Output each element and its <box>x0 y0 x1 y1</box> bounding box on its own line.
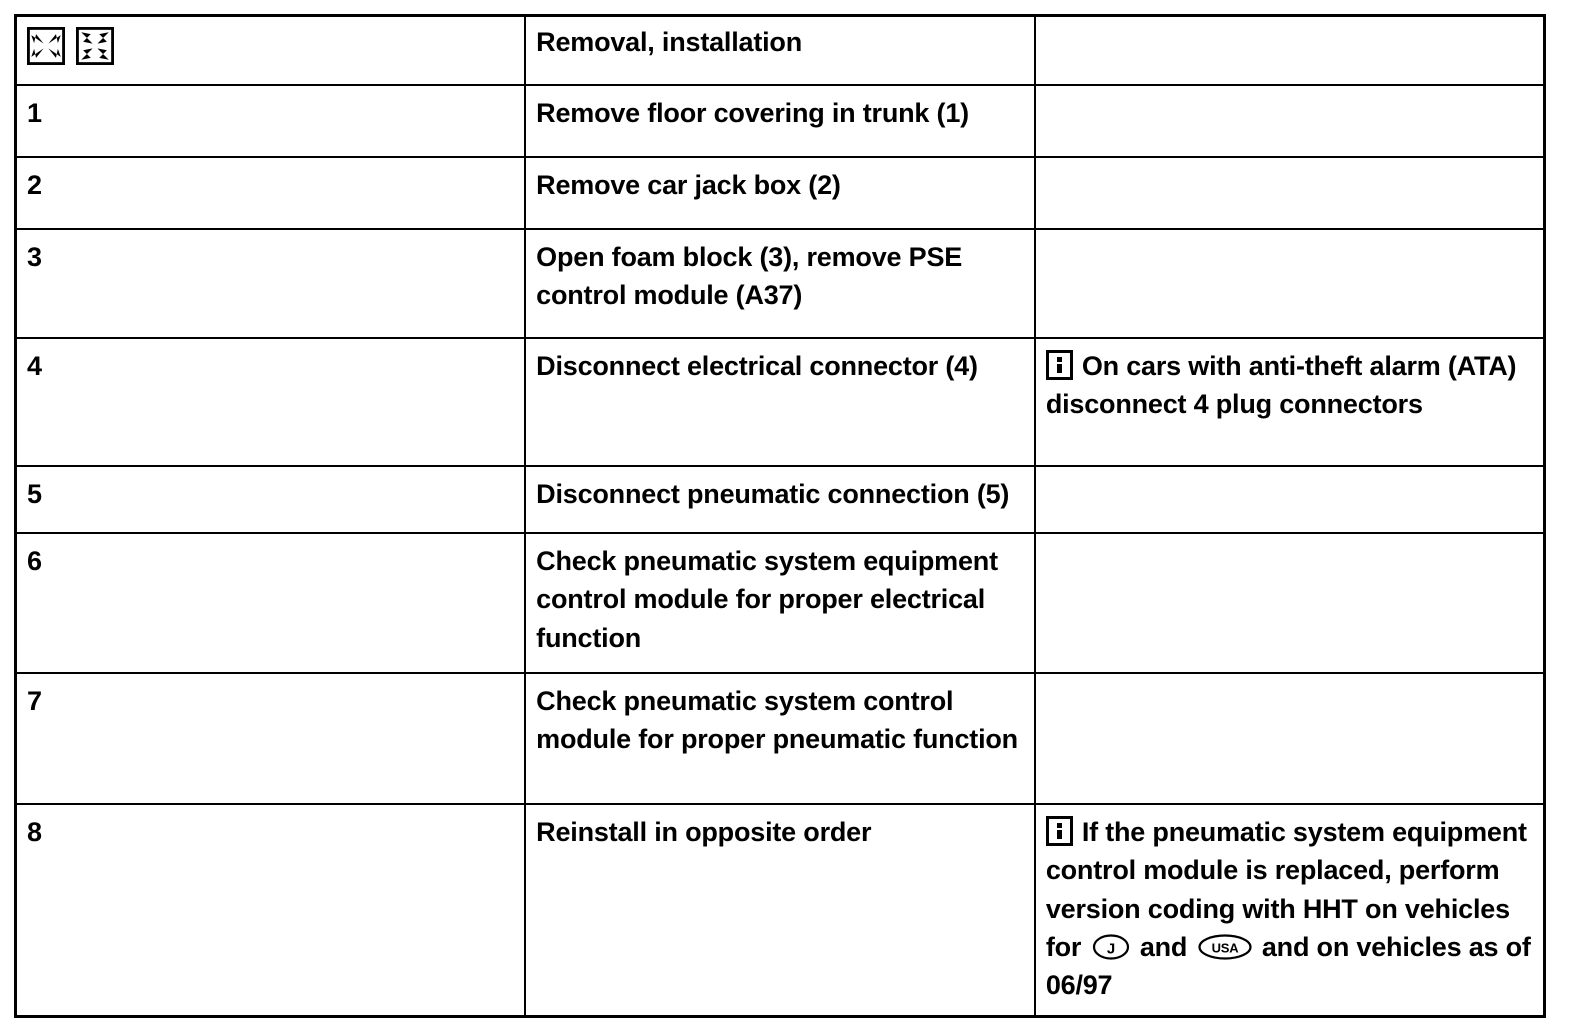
table-row: 5 Disconnect pneumatic connection (5) <box>14 465 1546 534</box>
note-text-part2: and <box>1132 931 1195 962</box>
table-row: 2 Remove car jack box (2) <box>14 156 1546 230</box>
work-instruction: Check pneumatic system control module fo… <box>524 672 1036 805</box>
table-row: 8 Reinstall in opposite order If the pne… <box>14 802 1546 1018</box>
work-instruction: Disconnect electrical connector (4) <box>524 337 1036 467</box>
work-instruction: Disconnect pneumatic connection (5) <box>524 465 1036 534</box>
header-icons-cell <box>14 14 527 86</box>
table-row: 7 Check pneumatic system control module … <box>14 672 1546 805</box>
step-number: 1 <box>14 84 527 158</box>
step-number: 5 <box>14 465 527 534</box>
table-row: 3 Open foam block (3), remove PSE contro… <box>14 228 1546 339</box>
svg-text:J: J <box>1106 940 1114 957</box>
step-number: 6 <box>14 532 527 674</box>
step-number: 7 <box>14 672 527 805</box>
step-number: 4 <box>14 337 527 467</box>
note-cell <box>1033 228 1546 339</box>
work-instruction: Check pneumatic system equipment control… <box>524 532 1036 674</box>
table-row: 1 Remove floor covering in trunk (1) <box>14 84 1546 158</box>
work-instruction: Reinstall in opposite order <box>524 802 1036 1018</box>
note-text-part1: If the pneumatic system equipment contro… <box>1045 817 1527 962</box>
header-title-cell: Removal, installation <box>524 14 1036 86</box>
step-number: 8 <box>14 802 527 1018</box>
note-cell <box>1033 84 1546 158</box>
note-text-part3: and on vehicles as of 06/97 <box>1045 931 1531 1001</box>
step-number: 2 <box>14 156 527 230</box>
note-cell <box>1033 465 1546 534</box>
note-cell: If the pneumatic system equipment contro… <box>1033 802 1546 1018</box>
procedure-table: Removal, installation 1 Remove floor cov… <box>14 14 1546 1018</box>
work-instruction: Remove car jack box (2) <box>524 156 1036 230</box>
table-row: 4 Disconnect electrical connector (4) On… <box>14 337 1546 467</box>
header-note-cell <box>1033 14 1546 86</box>
note-cell <box>1033 532 1546 674</box>
header-icon-group <box>27 23 514 69</box>
svg-text:USA: USA <box>1211 940 1239 955</box>
country-code-japan-icon: J <box>1092 934 1129 960</box>
removal-icon <box>27 27 65 65</box>
note-text: On cars with anti-theft alarm (ATA) disc… <box>1045 351 1517 420</box>
work-instruction: Open foam block (3), remove PSE control … <box>524 228 1036 339</box>
installation-icon <box>76 27 114 65</box>
note-cell <box>1033 156 1546 230</box>
work-instruction: Remove floor covering in trunk (1) <box>524 84 1036 158</box>
note-cell: On cars with anti-theft alarm (ATA) disc… <box>1033 337 1546 467</box>
step-number: 3 <box>14 228 527 339</box>
country-code-usa-icon: USA <box>1197 934 1252 960</box>
info-icon <box>1045 816 1073 846</box>
info-icon <box>1045 350 1073 380</box>
table-header-row: Removal, installation <box>14 14 1546 86</box>
table-row: 6 Check pneumatic system equipment contr… <box>14 532 1546 674</box>
note-cell <box>1033 672 1546 805</box>
